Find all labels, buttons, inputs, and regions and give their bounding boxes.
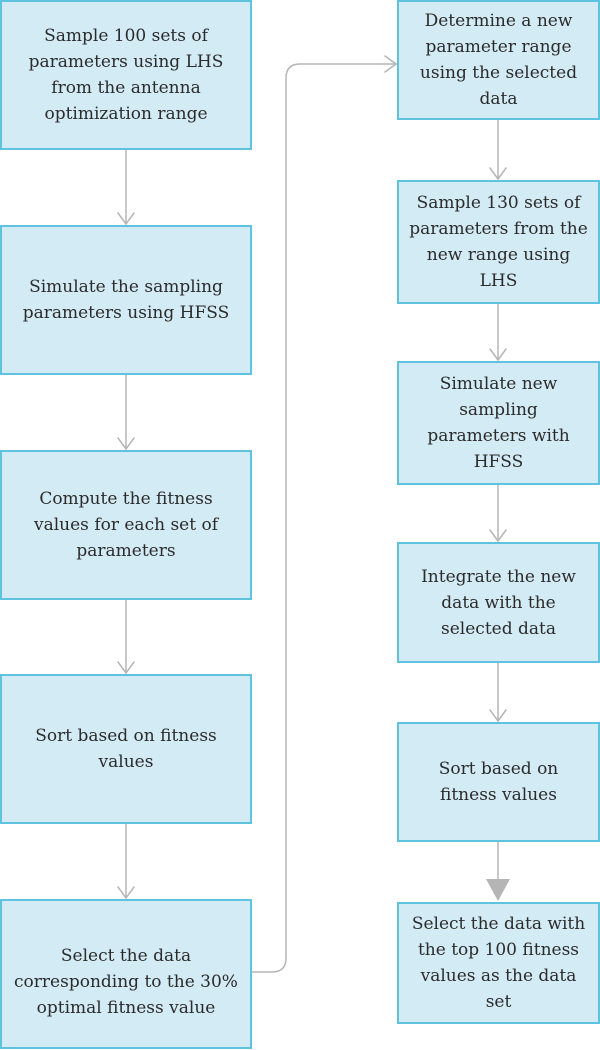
arrowhead-2-3 [117, 437, 135, 450]
step-7-text: Sample 130 sets of parameters from the n… [409, 193, 588, 291]
arrowhead-5-6 [384, 55, 397, 73]
arrow-5-6 [251, 63, 397, 973]
step-10-box: Sort based on fitness values [397, 722, 600, 842]
step-7-box: Sample 130 sets of parameters from the n… [397, 180, 600, 304]
step-3-text: Compute the fitness values for each set … [34, 489, 218, 561]
step-8-box: Simulate new sampling parameters with HF… [397, 361, 600, 485]
step-11-box: Select the data with the top 100 fitness… [397, 902, 600, 1024]
step-1-box: Sample 100 sets of parameters using LHS … [0, 0, 252, 150]
arrowhead-10-11 [486, 879, 510, 901]
step-9-box: Integrate the new data with the selected… [397, 542, 600, 663]
step-4-box: Sort based on fitness values [0, 674, 252, 824]
step-9-text: Integrate the new data with the selected… [421, 566, 576, 639]
step-2-text: Simulate the sampling parameters using H… [22, 277, 230, 323]
step-4-text: Sort based on fitness values [35, 726, 217, 772]
step-11-text: Select the data with the top 100 fitness… [411, 914, 586, 1012]
arrowhead-7-8 [489, 348, 507, 361]
arrowhead-6-7 [489, 167, 507, 180]
step-5-box: Select the data corresponding to the 30%… [0, 899, 252, 1049]
step-6-text: Determine a new parameter range using th… [419, 11, 578, 109]
step-8-text: Simulate new sampling parameters with HF… [427, 374, 570, 472]
arrowhead-9-10 [489, 709, 507, 722]
step-6-box: Determine a new parameter range using th… [397, 0, 600, 120]
step-2-box: Simulate the sampling parameters using H… [0, 225, 252, 375]
step-3-box: Compute the fitness values for each set … [0, 450, 252, 600]
arrowhead-3-4 [117, 661, 135, 674]
step-1-text: Sample 100 sets of parameters using LHS … [28, 26, 224, 124]
step-5-text: Select the data corresponding to the 30%… [14, 946, 238, 1018]
arrowhead-1-2 [117, 212, 135, 225]
step-10-text: Sort based on fitness values [438, 759, 559, 805]
arrowhead-4-5 [117, 886, 135, 899]
arrowhead-8-9 [489, 529, 507, 542]
